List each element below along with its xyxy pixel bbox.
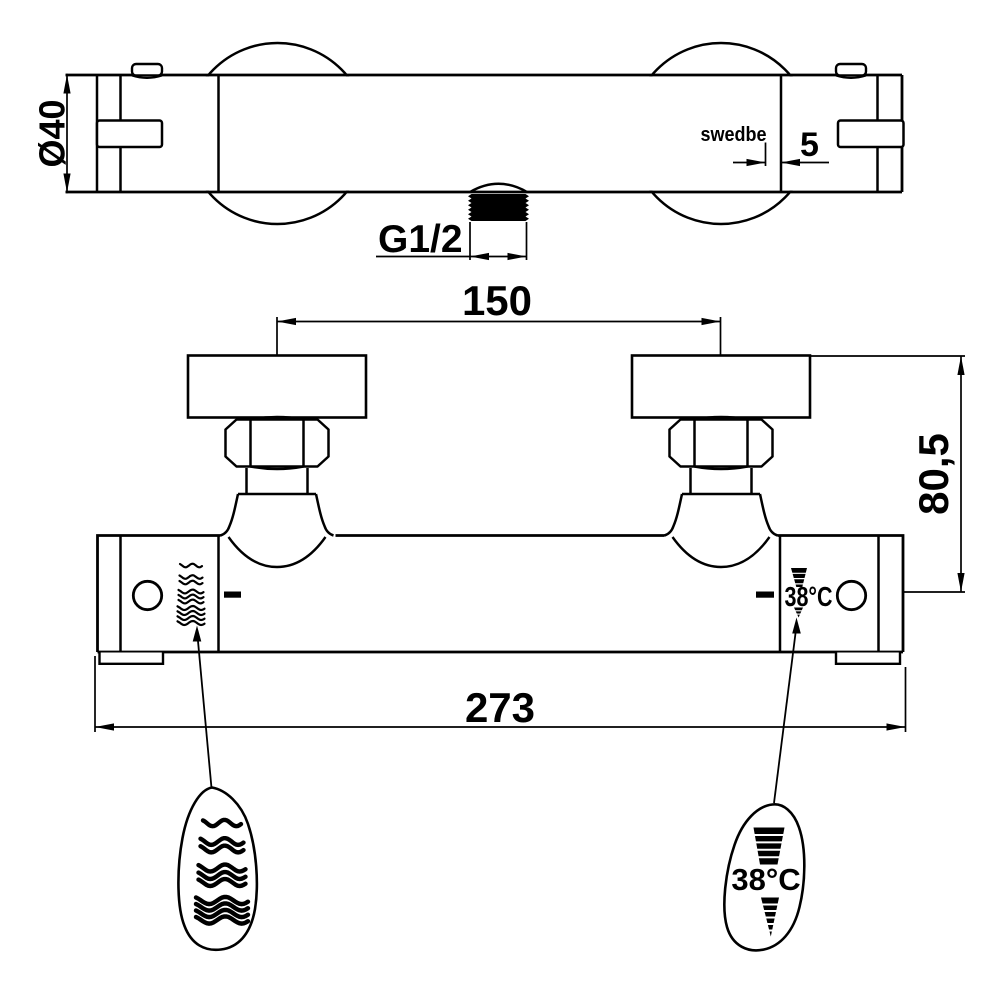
temp-balloon-cone-lower-gaps (760, 903, 780, 932)
outlet-thread (468, 194, 529, 221)
flow-leader-line (196, 638, 213, 789)
flow-balloon-waves-icon (193, 817, 251, 926)
outlet-boss-arc (469, 182, 528, 194)
temp-balloon-icon: 38°C (731, 827, 801, 937)
thread-size-label: G1/2 (378, 218, 463, 261)
right-button-arc (835, 74, 867, 79)
dim150-arrow-right (701, 317, 721, 326)
right-connection-nut-outline (668, 418, 774, 468)
left-lever-top (95, 119, 164, 149)
temp-balloon (723, 803, 806, 952)
right-wall-bracket (834, 652, 902, 665)
flow-minus-dash (224, 591, 241, 598)
depth-label: 80,5 (910, 433, 957, 515)
right-wall-flange (630, 354, 812, 419)
temp-cone-lower-icon (794, 607, 803, 618)
flow-symbol-icon (176, 562, 206, 627)
flow-knob-circle (131, 579, 164, 612)
temp-cone-upper-gaps (790, 572, 808, 585)
logo-offset-label: 5 (800, 126, 819, 164)
left-wall-flange (186, 354, 368, 419)
front-body-outline (96, 534, 905, 654)
top-view-body (64, 76, 902, 191)
left-button-arc (131, 74, 163, 79)
right-union-cone-left (664, 493, 684, 537)
diameter-label: Ø40 (32, 99, 73, 167)
center-distance-label: 150 (462, 277, 532, 324)
dim273-arrow-right (886, 723, 906, 731)
dim273-arrow-left (95, 723, 114, 731)
flow-leader-arrow (192, 625, 202, 642)
left-wall-bracket (98, 652, 165, 665)
left-button (130, 62, 164, 77)
temp-leader-line (773, 630, 797, 804)
diameter-arrow-top (63, 74, 71, 94)
temp-leader-arrow (792, 617, 801, 634)
right-lever-top (836, 119, 905, 149)
dim805-arrow-top (957, 356, 965, 375)
right-union-skirt-curve (671, 536, 771, 569)
temp-cone-lower-gaps (793, 610, 804, 615)
right-connection-nut-facet-arc-top (694, 415, 748, 421)
temp-minus-dash (756, 591, 774, 598)
left-connection-nut-outline (224, 418, 330, 468)
temp-balloon-cone-upper-gaps (752, 834, 786, 859)
left-connection-nut-facet-arc-bottom (250, 465, 304, 471)
logo-arrow-right (781, 158, 800, 167)
temp-value-balloon-label: 38°C (731, 862, 800, 897)
left-connection-nut-facet-arc-top (250, 415, 304, 421)
diameter-arrow-bottom (63, 173, 71, 193)
left-union-skirt-curve (227, 536, 327, 569)
total-width-label: 273 (465, 684, 535, 731)
logo-arrow-left (746, 158, 766, 167)
temp-value-body-label: 38°C (785, 581, 833, 612)
right-connection-nut-facet-arc-bottom (694, 465, 748, 471)
top-view: G1/2 swedbe 5 Ø40 (32, 41, 905, 261)
thread-arrow-right (507, 252, 527, 261)
thread-arrow-left (470, 252, 489, 261)
dim150-arrow-left (277, 317, 296, 326)
temp-symbol-icon: 38°C (785, 568, 833, 618)
left-union-cone-left (220, 493, 240, 537)
left-union-cone-right (314, 493, 334, 537)
right-union-cone-right (758, 493, 778, 537)
temp-knob-circle (835, 579, 868, 612)
front-view: 150 38°C 80,5 273 38°C (94, 277, 965, 952)
right-button (834, 62, 868, 77)
temp-balloon-cone-upper (753, 827, 785, 865)
brand-label: swedbe (701, 124, 767, 146)
dim805-arrow-bottom (957, 573, 965, 592)
